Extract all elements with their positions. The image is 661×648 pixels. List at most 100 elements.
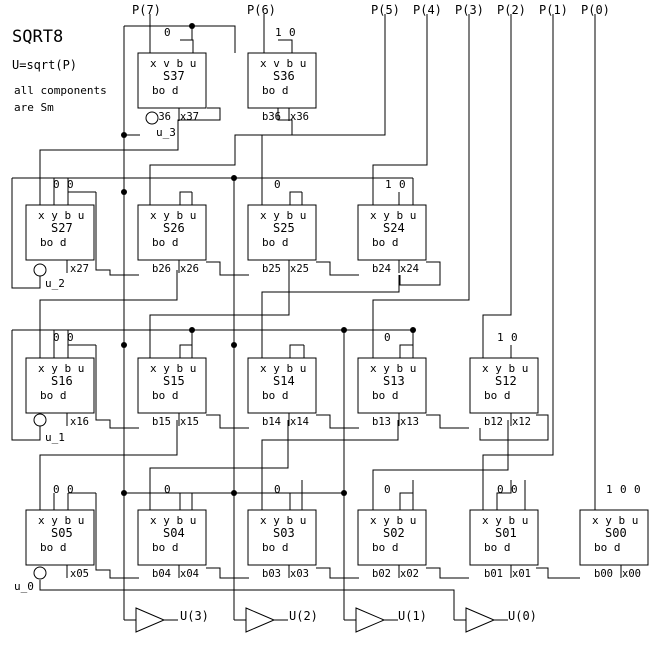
- cell-xout-label: x37: [180, 111, 199, 123]
- wire-59: [496, 480, 526, 510]
- cell-bottom-ports: bo d: [152, 236, 179, 249]
- cell-xout-label: x02: [400, 568, 419, 580]
- input-label-p4: P(4): [413, 3, 442, 17]
- cell-bottom-ports: bo d: [262, 84, 289, 97]
- cell-name: S13: [383, 374, 405, 388]
- cell-bottom-ports: bo d: [372, 236, 399, 249]
- cell-box: [469, 509, 539, 566]
- cell-box: [137, 204, 207, 261]
- cell-bottom-ports: bo d: [40, 541, 67, 554]
- output-label-u1: U(1): [398, 609, 427, 623]
- cell-xout-label: x36: [290, 111, 309, 123]
- input-label-p6: P(6): [247, 3, 276, 17]
- wire-41: [399, 330, 414, 358]
- cell-bout-label: b24: [372, 263, 391, 275]
- cell-xout-label: x00: [622, 568, 641, 580]
- cell-constant: 0: [511, 483, 518, 496]
- input-label-p7: P(7): [132, 3, 161, 17]
- input-label-p0: P(0): [581, 3, 610, 17]
- wire-62: [426, 567, 469, 579]
- wire-39: [289, 344, 305, 358]
- cell-bout-label: b36: [262, 111, 281, 123]
- cell-bottom-ports: bo d: [152, 84, 179, 97]
- cell-box: [247, 204, 317, 261]
- wire-38: [179, 330, 193, 358]
- diagram-title: SQRT8: [12, 27, 63, 47]
- input-label-p5: P(5): [371, 3, 400, 17]
- wire-57: [289, 480, 303, 510]
- cell-name: S25: [273, 221, 295, 235]
- cell-name: S36: [273, 69, 295, 83]
- cell-constant: 1: [385, 178, 392, 191]
- u-bubble-1: [33, 263, 47, 277]
- cell-name: S02: [383, 526, 405, 540]
- cell-bout-label: b13: [372, 416, 391, 428]
- cell-xout-label: x12: [512, 416, 531, 428]
- output-label-u0: U(0): [508, 609, 537, 623]
- cell-bottom-ports: bo d: [372, 541, 399, 554]
- cell-constant: 0: [67, 331, 74, 344]
- cell-name: S26: [163, 221, 185, 235]
- wire-46: [479, 414, 549, 441]
- wire-32: [261, 275, 400, 358]
- cell-bottom-ports: bo d: [152, 389, 179, 402]
- cell-name: S00: [605, 526, 627, 540]
- cell-constant: 0: [274, 178, 281, 191]
- cell-constant: 0: [67, 178, 74, 191]
- cell-box: [357, 204, 427, 261]
- cell-ports: x y b u: [150, 362, 196, 375]
- cell-xout-label: x03: [290, 568, 309, 580]
- cell-bout-label: b15: [152, 416, 171, 428]
- buffer-u2: [245, 607, 288, 633]
- buffer-triangle: [465, 607, 496, 633]
- cell-box: [357, 357, 427, 414]
- cell-constant: 0: [399, 178, 406, 191]
- cell-ports: x y b u: [370, 514, 416, 527]
- wire-31: [149, 270, 290, 358]
- cell-bottom-ports: bo d: [262, 541, 289, 554]
- cell-constant: 0: [274, 483, 281, 496]
- cell-ports: x y b u: [150, 209, 196, 222]
- cell-box: [25, 204, 95, 261]
- cell-name: S14: [273, 374, 295, 388]
- wire-61: [316, 567, 359, 579]
- u-bubble-2: [33, 413, 47, 427]
- cell-bottom-ports: bo d: [484, 541, 511, 554]
- u-bubble-0: [145, 111, 159, 125]
- wire-58: [399, 480, 414, 510]
- cell-name: S05: [51, 526, 73, 540]
- buffer-triangle: [355, 607, 386, 633]
- wire-6: [278, 39, 293, 53]
- cell-bottom-ports: bo d: [40, 389, 67, 402]
- buffer-triangle: [135, 607, 166, 633]
- junction-dot-4: [189, 327, 195, 333]
- wire-30: [39, 270, 178, 358]
- cell-constant: 0: [53, 483, 60, 496]
- wire-8: [39, 107, 221, 205]
- cell-ports: x v b u: [150, 57, 196, 70]
- cell-bout-label: b02: [372, 568, 391, 580]
- cell-ports: x y b u: [260, 209, 306, 222]
- cell-bout-label: b25: [262, 263, 281, 275]
- cell-bout-label: b26: [152, 263, 171, 275]
- buffer-u0: [465, 607, 508, 633]
- cell-ports: x y b u: [260, 514, 306, 527]
- u2-label: u_2: [45, 277, 65, 290]
- cell-xout-label: x16: [70, 416, 89, 428]
- cell-constant: 0: [384, 331, 391, 344]
- wire-63: [536, 567, 580, 579]
- junction-dot-1: [121, 189, 127, 195]
- cell-box: [137, 357, 207, 414]
- wire-23: [289, 191, 303, 205]
- cell-bottom-ports: bo d: [594, 541, 621, 554]
- cell-constant: 0: [164, 26, 171, 39]
- buffer-triangle: [245, 607, 276, 633]
